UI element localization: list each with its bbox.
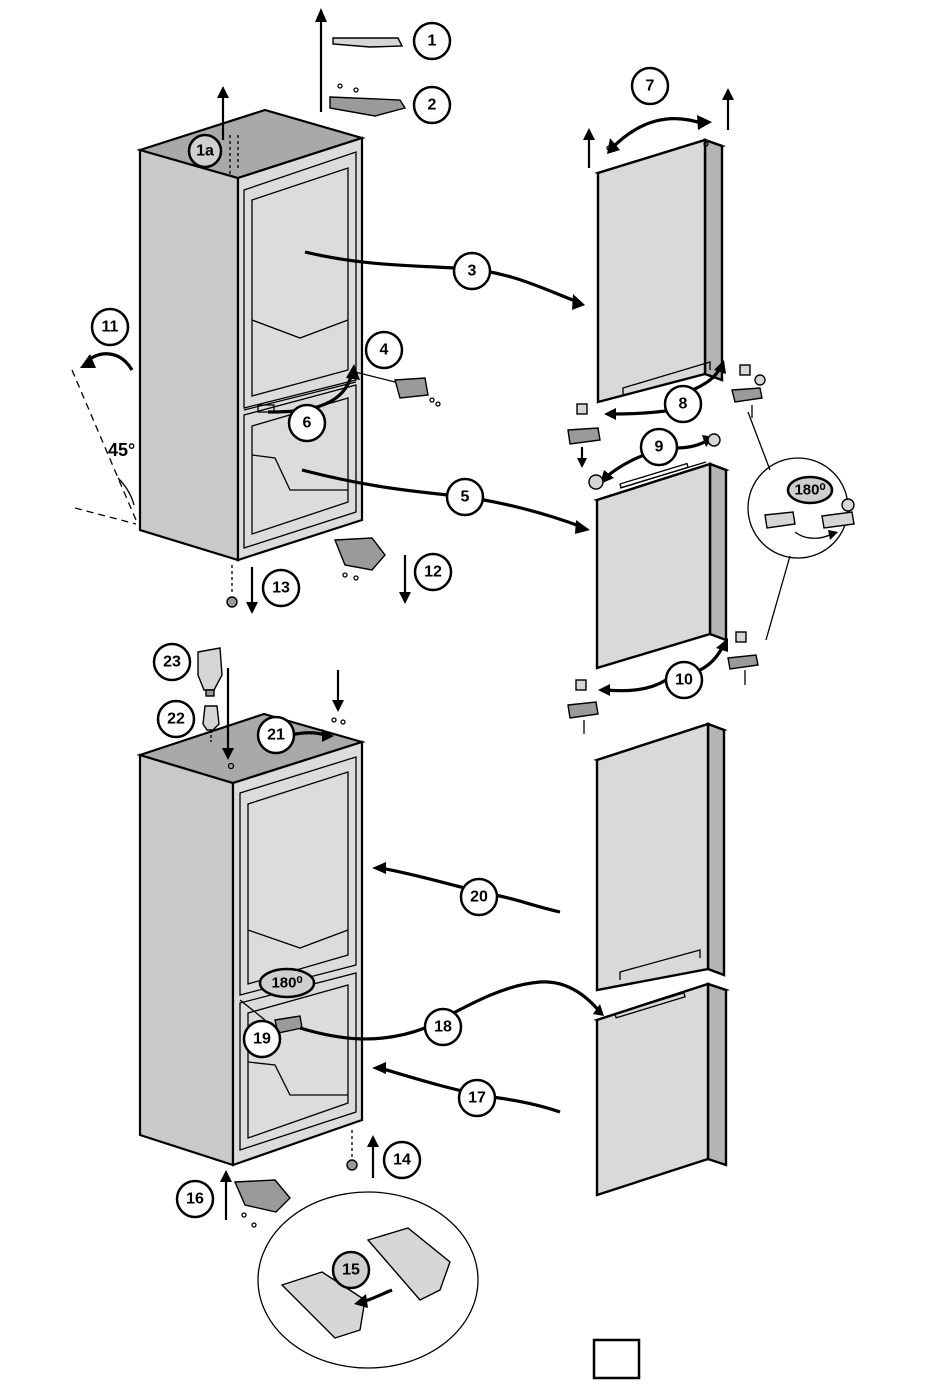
callout-13: 13 xyxy=(263,570,299,606)
svg-text:9: 9 xyxy=(655,439,664,456)
callout-23: 23 xyxy=(154,644,190,680)
callout-8: 8 xyxy=(665,386,701,422)
callout-18: 18 xyxy=(425,1009,461,1045)
callout-22: 22 xyxy=(158,701,194,737)
svg-text:21: 21 xyxy=(267,727,285,744)
svg-text:19: 19 xyxy=(253,1031,271,1048)
top-hinge-cover-part xyxy=(330,84,405,116)
hinge-rotation-detail xyxy=(748,458,848,558)
callout-10: 10 xyxy=(666,662,702,698)
callout-5: 5 xyxy=(447,479,483,515)
lower-door-removed xyxy=(597,462,726,668)
lower-door-reinstalled xyxy=(597,984,726,1195)
tilt-angle-label: 45° xyxy=(108,440,135,460)
callout-9: 9 xyxy=(641,429,677,465)
svg-text:20: 20 xyxy=(470,889,488,906)
callout-14: 14 xyxy=(384,1142,420,1178)
svg-text:11: 11 xyxy=(102,319,119,336)
callout-1a: 1a xyxy=(189,135,221,167)
page-number-box xyxy=(594,1340,639,1378)
svg-text:6: 6 xyxy=(303,415,312,432)
callout-17: 17 xyxy=(459,1080,495,1116)
svg-text:10: 10 xyxy=(675,672,693,689)
svg-text:18: 18 xyxy=(434,1019,452,1036)
top-cover-part xyxy=(333,38,402,47)
bottom-hinge-part xyxy=(335,538,385,580)
svg-text:4: 4 xyxy=(380,342,389,359)
callout-7: 7 xyxy=(632,68,668,104)
upper-door-removed xyxy=(598,140,722,402)
middle-hinge-part xyxy=(395,378,440,406)
svg-text:13: 13 xyxy=(272,580,290,597)
callout-16: 16 xyxy=(177,1181,213,1217)
svg-text:8: 8 xyxy=(679,396,688,413)
callout-3: 3 xyxy=(454,253,490,289)
svg-text:23: 23 xyxy=(163,654,181,671)
bracket-rotation-label: 180⁰ xyxy=(271,975,302,992)
upper-door-reinstalled xyxy=(597,724,724,990)
callout-1: 1 xyxy=(414,23,450,59)
callout-15: 15 xyxy=(333,1252,369,1288)
svg-text:1: 1 xyxy=(428,33,437,50)
callout-12: 12 xyxy=(415,554,451,590)
callout-6: 6 xyxy=(289,405,325,441)
svg-text:16: 16 xyxy=(186,1191,204,1208)
bottom-hinge-detail xyxy=(258,1192,478,1368)
callout-4: 4 xyxy=(366,332,402,368)
svg-text:1a: 1a xyxy=(196,143,214,160)
svg-text:5: 5 xyxy=(461,489,470,506)
cabinet-before xyxy=(140,110,362,560)
svg-text:3: 3 xyxy=(468,263,477,280)
cabinet-after xyxy=(140,714,362,1165)
svg-text:2: 2 xyxy=(428,97,437,114)
svg-text:12: 12 xyxy=(424,564,442,581)
svg-text:14: 14 xyxy=(393,1152,411,1169)
callout-2: 2 xyxy=(414,87,450,123)
svg-text:17: 17 xyxy=(468,1090,486,1107)
hinge-rotation-label: 180⁰ xyxy=(794,482,825,499)
callout-20: 20 xyxy=(461,879,497,915)
svg-text:15: 15 xyxy=(342,1262,360,1279)
callout-21: 21 xyxy=(258,717,294,753)
callout-19: 19 xyxy=(244,1021,280,1057)
callout-11: 11 xyxy=(92,309,128,345)
svg-text:7: 7 xyxy=(646,78,655,95)
svg-text:22: 22 xyxy=(167,711,185,728)
